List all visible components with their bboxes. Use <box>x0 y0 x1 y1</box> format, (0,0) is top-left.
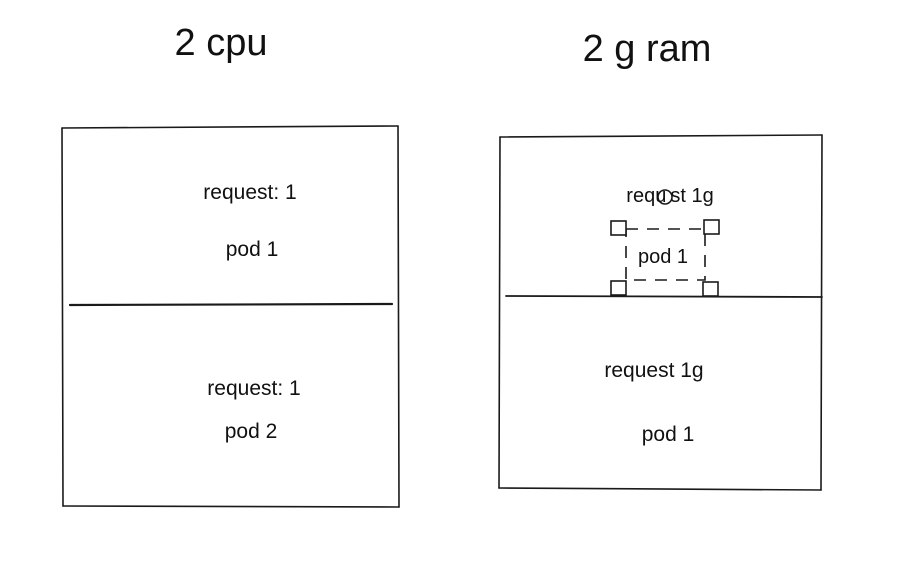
cpu-pod2-label: pod 2 <box>224 420 278 443</box>
cpu-box-bottom-edge <box>62 505 400 508</box>
cpu-box-divider <box>68 302 394 307</box>
selection-frame <box>610 189 720 297</box>
selection-handle-bottom-right[interactable] <box>702 281 719 297</box>
cpu-box-right-edge <box>397 125 400 508</box>
ram-pod2-request-label: request 1g <box>604 359 704 382</box>
cpu-box <box>61 125 400 508</box>
cpu-box-left-edge <box>61 127 64 507</box>
ram-pod1-label[interactable]: pod 1 <box>637 246 689 268</box>
selection-handle-top-right[interactable] <box>703 219 720 235</box>
rotation-handle[interactable] <box>657 189 673 205</box>
cpu-pod1-request-label: request: 1 <box>203 181 297 204</box>
ram-title: 2 g ram <box>582 28 712 70</box>
ram-box-right-edge <box>820 134 823 491</box>
ram-box-bottom-edge <box>498 487 822 491</box>
selection-dashed-border <box>625 228 706 281</box>
cpu-pod1-label: pod 1 <box>225 238 279 261</box>
selection-handle-bottom-left[interactable] <box>610 280 627 296</box>
cpu-title: 2 cpu <box>174 22 268 64</box>
cpu-pod2-request-label: request: 1 <box>207 377 301 400</box>
ram-box-divider <box>505 295 823 298</box>
ram-box-left-edge <box>498 136 501 489</box>
cpu-box-top-edge <box>61 125 399 129</box>
selection-handle-top-left[interactable] <box>610 220 627 236</box>
ram-box-top-edge <box>499 134 823 138</box>
ram-pod1-request-label: requ st 1g <box>626 185 714 207</box>
ram-box <box>498 134 823 491</box>
ram-pod2-label: pod 1 <box>641 423 695 446</box>
